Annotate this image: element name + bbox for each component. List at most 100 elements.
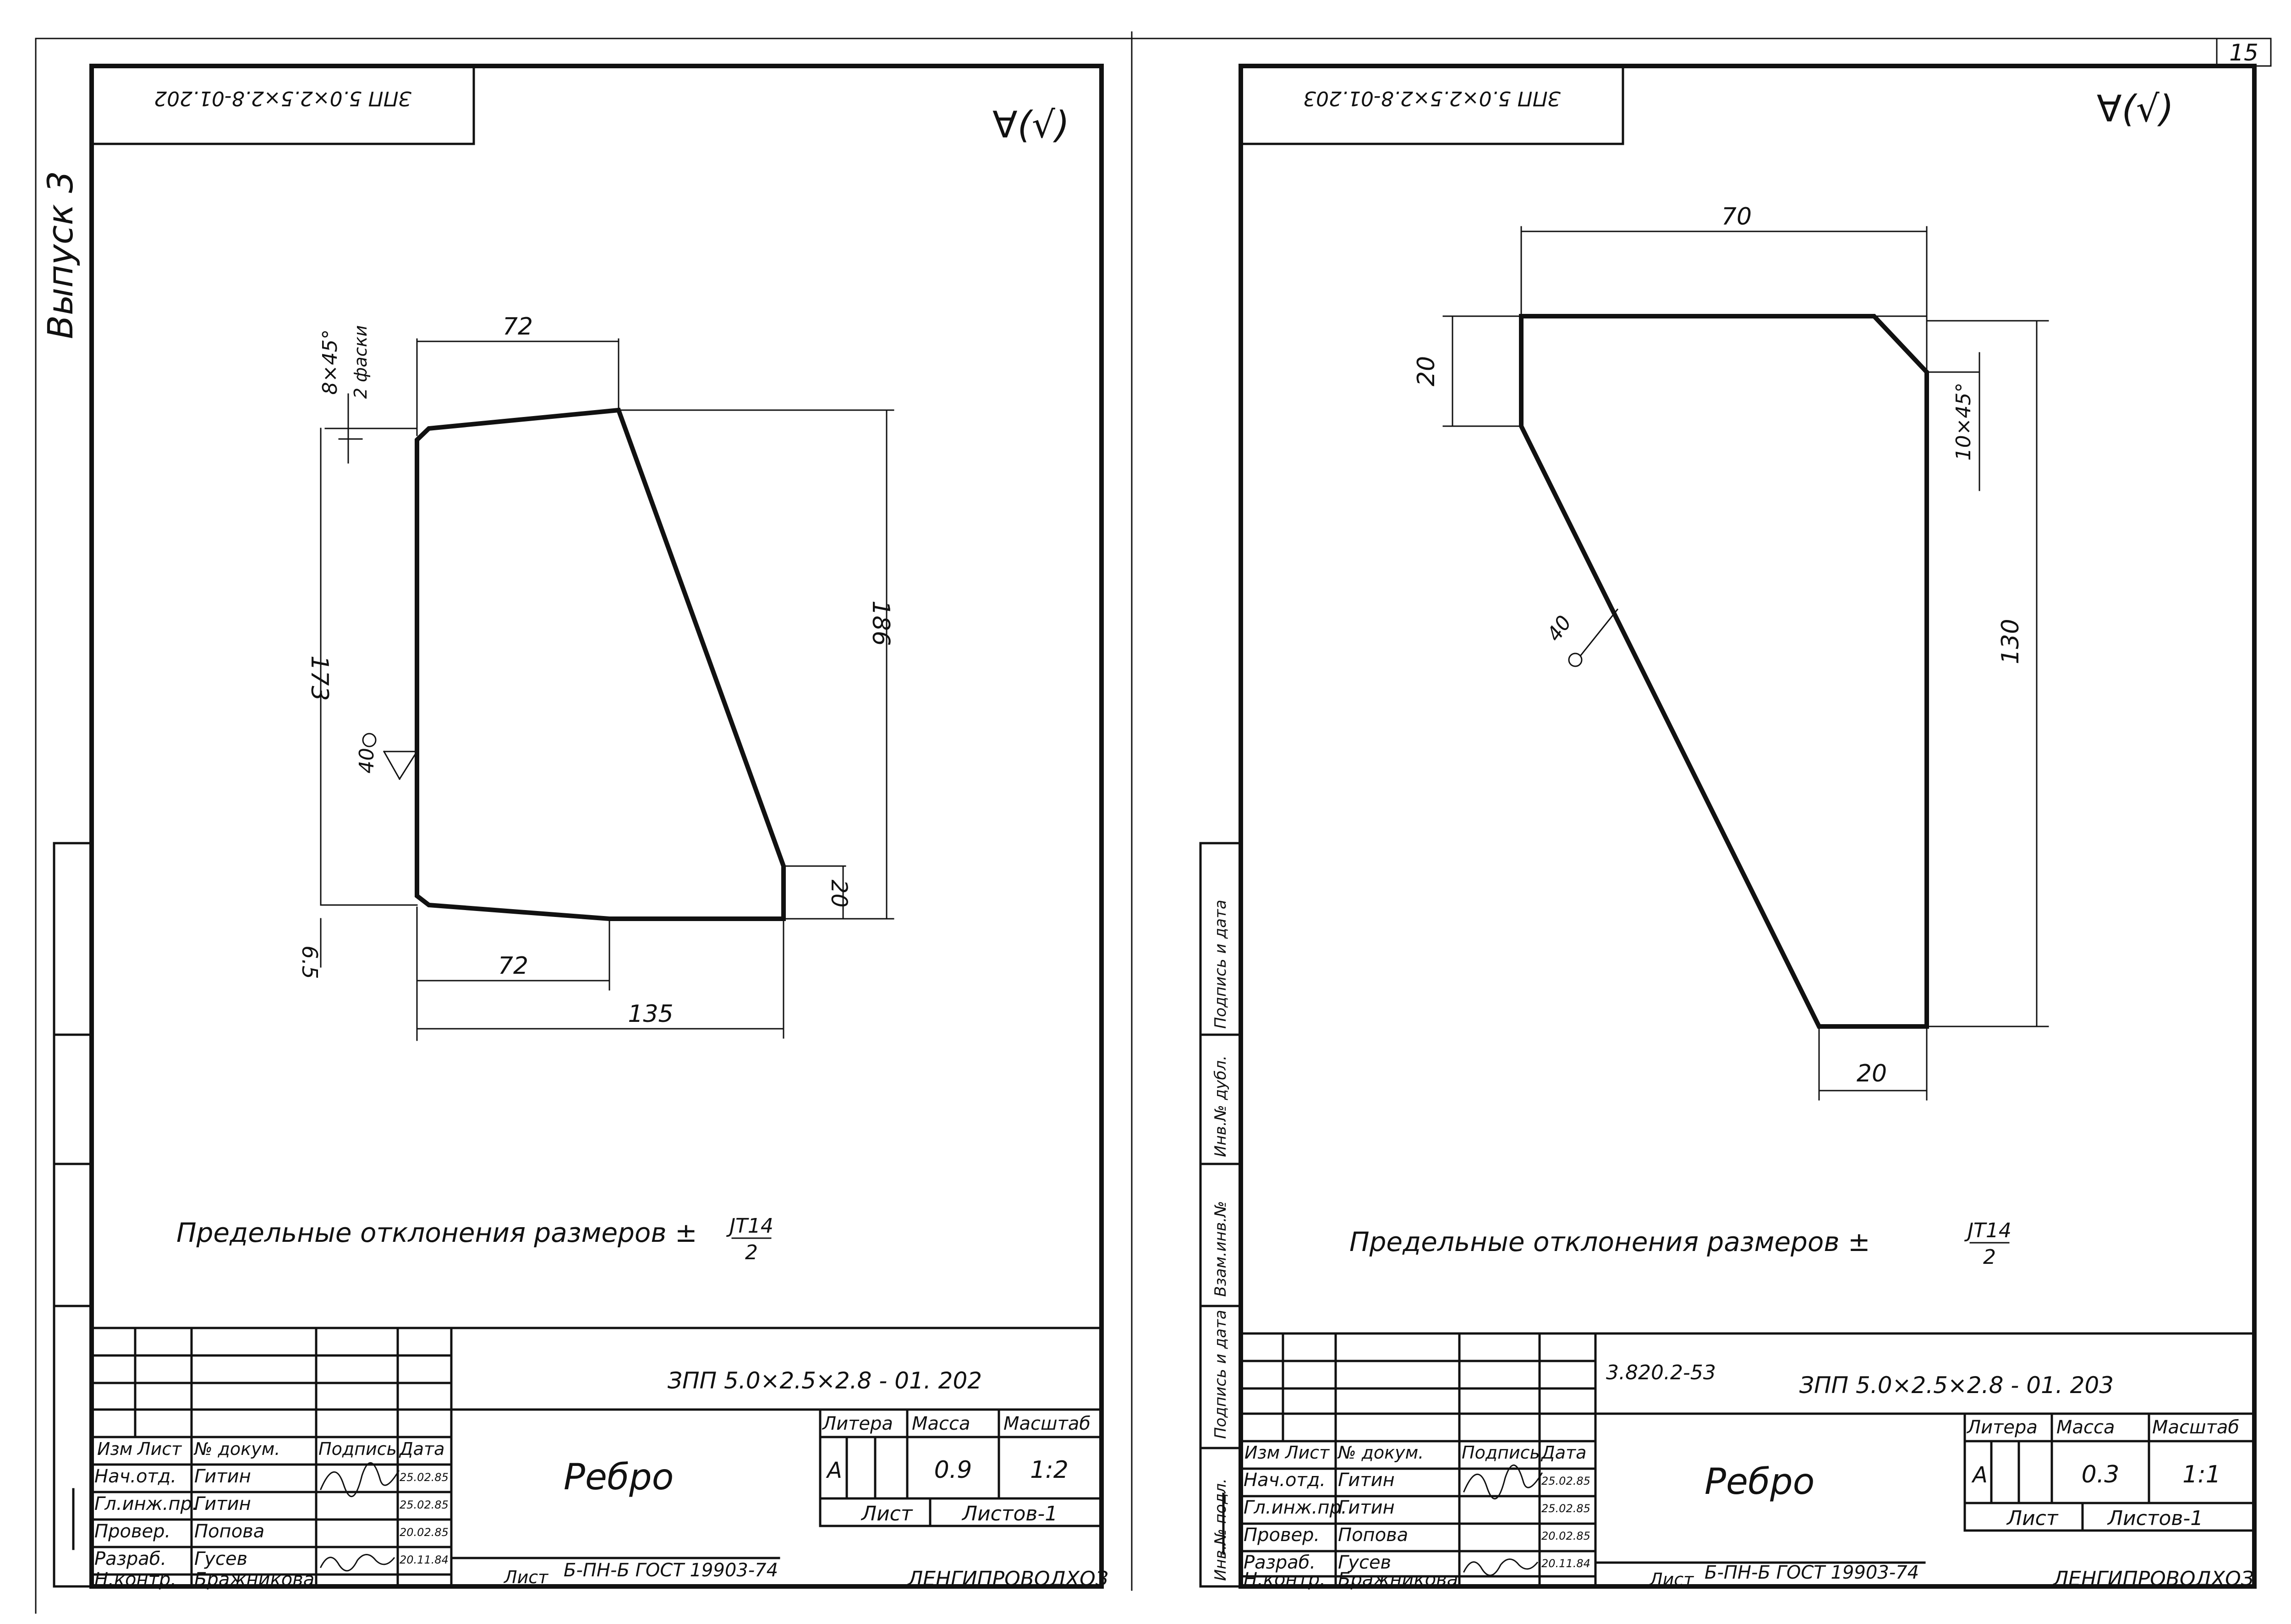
left-tb-header-date: Дата: [399, 1439, 444, 1459]
page-number-box: 15: [2216, 38, 2272, 67]
right-signature-1: [1463, 1464, 1543, 1500]
right-tb-name: Гусев: [1338, 1552, 1391, 1573]
right-code-main: ЗПП 5.0×2.5×2.8 - 01. 203: [1799, 1372, 2114, 1399]
left-litera: А: [826, 1458, 842, 1483]
left-dim-top-width: 72: [503, 313, 533, 340]
right-side-label: Инв.№ дубл.: [1211, 1055, 1230, 1157]
left-sheet-label: Лист: [860, 1502, 913, 1525]
left-tb-name: Бражникова: [194, 1569, 314, 1590]
right-tb-name: Попова: [1338, 1525, 1408, 1546]
right-code-ref: 3.820.2-53: [1606, 1361, 1716, 1384]
left-dimensions: [320, 338, 894, 1041]
left-dim-right-height: 186: [867, 600, 894, 646]
right-title-block: 3.820.2-53 ЗПП 5.0×2.5×2.8 - 01. 203 Изм…: [1222, 1332, 2256, 1591]
issue-label: Выпуск 3: [40, 171, 81, 339]
left-dim-chamfer-note: 2 фаски: [351, 325, 371, 399]
left-dim-chamfer: 8×45°: [318, 329, 342, 395]
right-sheets-label: Листов-1: [2107, 1507, 2203, 1530]
right-side-label: Взам.инв.№: [1211, 1201, 1230, 1297]
right-tb-role: Н.контр.: [1244, 1569, 1326, 1590]
right-tb-role: Гл.инж.пр.: [1244, 1497, 1347, 1518]
left-tb-header-list: Лист: [137, 1439, 182, 1459]
right-dimensions: [1442, 226, 2049, 1101]
left-frame: [89, 64, 1104, 1589]
left-mass-label: Масса: [912, 1413, 970, 1434]
left-tb-date: 20.11.84: [400, 1553, 449, 1566]
right-tb-date: 20.02.85: [1541, 1530, 1590, 1542]
left-tb-name: Гитин: [194, 1493, 251, 1514]
right-litera-label: Литера: [1966, 1417, 2038, 1438]
right-mass-label: Масса: [2056, 1417, 2115, 1438]
right-tb-date: 20.11.84: [1541, 1557, 1590, 1570]
right-tolerance-num: JT14: [1964, 1219, 2011, 1242]
right-part-outline: [1519, 314, 1929, 1029]
left-weld-mark: 40: [355, 748, 378, 774]
left-tb-role: Нач.отд.: [94, 1466, 176, 1487]
right-side-strip: [1199, 842, 1242, 1588]
left-scale-label: Масштаб: [1003, 1413, 1091, 1434]
left-stamp-code: ЗПП 5.0×2.5×2.8-01.202: [154, 87, 411, 110]
right-litera: А: [1971, 1462, 1988, 1488]
left-tb-date: 25.02.85: [400, 1471, 449, 1484]
right-dim-bottom-width: 20: [1857, 1060, 1887, 1087]
page-number: 15: [2229, 39, 2258, 66]
left-tb-header-sign: Подпись: [318, 1439, 397, 1459]
left-mass: 0.9: [934, 1456, 972, 1484]
left-tolerance-den: 2: [745, 1241, 758, 1264]
right-weld-mark: 40: [1542, 611, 1576, 646]
left-code-main: ЗПП 5.0×2.5×2.8 - 01. 202: [668, 1367, 982, 1394]
left-part-name: Ребро: [564, 1457, 674, 1498]
right-tb-header-date: Дата: [1540, 1443, 1586, 1463]
left-part-outline: [415, 407, 786, 921]
right-tb-date: 25.02.85: [1541, 1502, 1590, 1515]
left-stamp: [90, 65, 475, 145]
right-mass: 0.3: [2082, 1461, 2120, 1488]
left-tb-header-doc: № докум.: [193, 1439, 280, 1459]
right-tb-name: Бражникова: [1338, 1569, 1458, 1590]
right-org: ЛЕНГИПРОВОДХОЗ: [2052, 1567, 2254, 1591]
left-dim-bottom-width: 72: [498, 952, 528, 980]
right-frame: [1239, 64, 2257, 1589]
left-signature-2: [319, 1554, 395, 1572]
left-tb-date: 25.02.85: [400, 1498, 449, 1511]
right-roughness-mark: ∀(√): [2097, 88, 2174, 130]
right-tb-header-izm: Изм: [1244, 1443, 1280, 1463]
right-signature-2: [1463, 1558, 1539, 1576]
right-sheet-label: Лист: [2006, 1507, 2059, 1530]
left-dim-bottom-leg: 20: [826, 879, 852, 907]
left-title-block: ЗПП 5.0×2.5×2.8 - 01. 202 Изм Лист № док…: [72, 1327, 1108, 1591]
left-material-sheet-label: Лист: [503, 1567, 549, 1587]
right-tolerance-den: 2: [1983, 1245, 1996, 1269]
left-litera-label: Литера: [822, 1413, 893, 1434]
right-tolerance-text: Предельные отклонения размеров ±: [1349, 1226, 1870, 1257]
left-tolerance-text: Предельные отклонения размеров ±: [176, 1217, 697, 1248]
right-dim-right-height: 130: [1997, 619, 2024, 664]
left-material: Б-ПН-Б ГОСТ 19903-74: [564, 1560, 778, 1581]
left-dim-overall-width: 135: [628, 1000, 673, 1028]
right-tb-header-doc: № докум.: [1337, 1443, 1424, 1463]
right-side-label: Подпись и дата: [1211, 900, 1230, 1029]
left-tb-role: Разраб.: [94, 1548, 166, 1569]
right-stamp-code: ЗПП 5.0×2.5×2.8-01.203: [1303, 87, 1561, 110]
right-side-label: Подпись и дата: [1211, 1310, 1230, 1439]
left-tb-header-izm: Изм: [97, 1439, 132, 1459]
right-stamp: [1239, 65, 1624, 145]
right-tb-role: Провер.: [1244, 1525, 1320, 1546]
left-sheet: Выпуск 3 ЗПП 5.0×2.5×2.8-01.202 ∀(√): [35, 38, 1133, 1614]
right-part-name: Ребро: [1705, 1461, 1814, 1503]
right-side-label: Инв.№ подл.: [1211, 1478, 1230, 1581]
left-tb-name: Попова: [194, 1521, 264, 1542]
right-dim-chamfer: 10×45°: [1952, 383, 1975, 461]
left-tolerance-num: JT14: [726, 1214, 773, 1238]
left-signature-1: [320, 1462, 400, 1498]
left-scale: 1:2: [1030, 1456, 1069, 1484]
right-tb-role: Нач.отд.: [1244, 1470, 1326, 1491]
right-tb-header-sign: Подпись: [1462, 1443, 1540, 1463]
right-tb-date: 25.02.85: [1541, 1475, 1590, 1487]
right-dim-top-width: 70: [1721, 203, 1752, 230]
right-dim-left-height: 20: [1413, 356, 1440, 386]
left-roughness-mark: ∀(√): [992, 104, 1069, 146]
right-tb-name: Гитин: [1338, 1497, 1395, 1518]
right-scale-label: Масштаб: [2152, 1417, 2239, 1438]
left-org: ЛЕНГИПРОВОДХОЗ: [907, 1567, 1108, 1591]
